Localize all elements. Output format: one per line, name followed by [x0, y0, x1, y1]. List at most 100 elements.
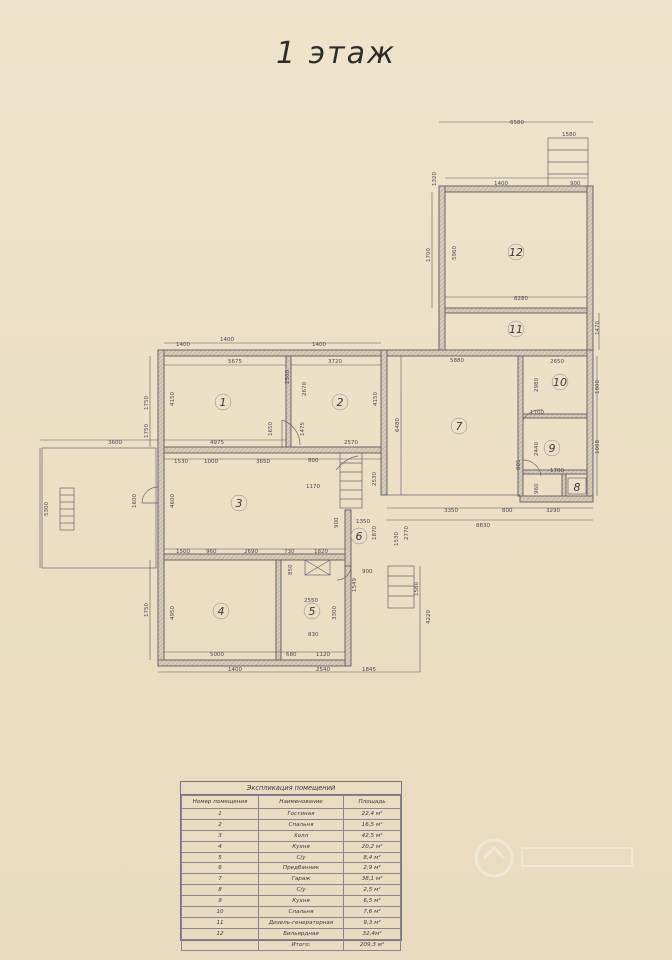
dim-label: 2650 [550, 359, 564, 365]
room-number: 3 [236, 497, 243, 510]
house-walls [157, 349, 388, 667]
dim-label: 5960 [452, 246, 458, 260]
dim-label: 1400 [228, 667, 242, 673]
room-name-cell: Предбанник [258, 862, 344, 875]
dim-label: 2540 [316, 667, 330, 673]
room-area-cell: 42,5 м² [343, 829, 401, 842]
room-area-cell: 22,4 м² [343, 808, 401, 820]
dim-label: 1750 [144, 424, 150, 438]
room-area-cell: 38,1 м² [343, 873, 401, 886]
column-header: Площадь [343, 795, 401, 809]
room-area-cell: 7,6 м² [343, 906, 401, 918]
dim-label: 5675 [228, 359, 242, 365]
room-number-cell: 9 [181, 895, 259, 908]
dim-label: 4975 [210, 440, 224, 446]
dim-label: 1400 [220, 337, 234, 343]
room-number: 1 [220, 396, 227, 409]
table-row: 11 Дизель-генераторная 9,3 м² [181, 916, 401, 929]
dimension-labels: 1400 1400 5675 3720 2500 2670 1750 4150 … [44, 120, 601, 673]
table-header-row: Номер помещения Наименование Площадь [181, 795, 401, 809]
dim-label: 1845 [362, 667, 376, 673]
dim-label: 6280 [514, 296, 528, 302]
dim-label: 4150 [170, 392, 176, 406]
table-row: 4 Кухня 20,2 м² [181, 840, 401, 853]
dim-label: 1750 [144, 396, 150, 410]
room-area-cell: 16,5 м² [343, 818, 401, 831]
dim-label: 730 [284, 549, 295, 555]
staircase [335, 452, 363, 509]
room-name-cell: Гостиная [258, 808, 344, 820]
room-number: 7 [456, 420, 463, 433]
dim-label: 3650 [256, 459, 270, 465]
dim-label: 1650 [268, 422, 274, 436]
table-row: 9 Кухня 6,5 м² [181, 895, 401, 908]
dim-label: 960 [534, 483, 540, 494]
left-porch [41, 447, 157, 569]
dim-label: 680 [286, 652, 297, 658]
explication-grid: Номер помещения Наименование Площадь 1 Г… [181, 795, 401, 951]
room-area-cell: 6,5 м² [343, 895, 401, 908]
dim-label: 5880 [450, 358, 464, 364]
room-number: 2 [337, 396, 344, 409]
room-number: 11 [509, 323, 523, 336]
dim-label: 850 [288, 564, 294, 575]
room-number-cell: 12 [181, 927, 259, 940]
dim-label: 1530 [174, 459, 188, 465]
table-row: 6 Предбанник 2,9 м² [181, 862, 401, 875]
dim-label: 1530 [394, 532, 400, 546]
room-number-cell: 7 [181, 873, 259, 886]
room-name-cell: Кухня [258, 840, 344, 853]
column-header: Номер помещения [181, 795, 259, 809]
room-number-cell: 8 [181, 884, 259, 897]
watermark-logo [474, 838, 633, 878]
room-name-cell: Бильярдная [258, 927, 344, 940]
room-name-cell: С/у [258, 884, 344, 897]
doors [141, 419, 352, 581]
dim-label: 5000 [210, 652, 224, 658]
table-row: 10 Спальня 7,6 м² [181, 906, 401, 918]
dim-label: 1400 [312, 342, 326, 348]
room-number-cell: 4 [181, 840, 259, 853]
column-header: Наименование [258, 795, 344, 809]
dim-label: 1470 [595, 321, 601, 335]
dim-label: 4150 [373, 392, 379, 406]
room-name-cell: С/у [258, 851, 344, 864]
room-number-cell: 3 [181, 829, 259, 842]
room-number-cell [181, 938, 259, 951]
dim-label: 3600 [108, 440, 122, 446]
dim-label: 2690 [244, 549, 258, 555]
dim-label: 1820 [314, 549, 328, 555]
dim-label: 1400 [494, 181, 508, 187]
upper-block-walls [438, 137, 594, 351]
dim-label: 1549 [352, 578, 358, 592]
dim-label: 6480 [395, 418, 401, 432]
table-row: 8 С/у 2,5 м² [181, 884, 401, 897]
total-area-cell: 209,3 м² [343, 938, 401, 951]
room-name-cell: Кухня [258, 895, 344, 908]
dim-label: 3720 [328, 359, 342, 365]
room-number-cell: 1 [181, 808, 259, 820]
table-row: 1 Гостиная 22,4 м² [181, 808, 401, 820]
dim-label: 800 [502, 508, 513, 514]
garage-walls [386, 349, 594, 503]
room-name-cell: Гараж [258, 873, 344, 886]
room-number-cell: 11 [181, 916, 259, 929]
room-area-cell: 20,2 м² [343, 840, 401, 853]
floor-title: 1 этаж [276, 36, 396, 71]
dim-label: 2570 [344, 440, 358, 446]
dim-label: 2770 [404, 526, 410, 540]
room-number: 4 [218, 605, 225, 618]
dim-label: 3350 [444, 508, 458, 514]
room-area-cell: 2,5 м² [343, 884, 401, 897]
room-number: 8 [574, 481, 581, 494]
explication-title: Экспликация помещений [181, 782, 401, 795]
dim-label: 830 [308, 632, 319, 638]
room-name-cell: Дизель-генераторная [258, 916, 344, 929]
dim-label: 805 [516, 459, 522, 470]
dim-label: 1400 [176, 342, 190, 348]
table-total-row: Итого: 209,3 м² [181, 938, 401, 951]
dim-label: 6580 [510, 120, 524, 126]
table-row: 12 Бильярдная 32,4м² [181, 927, 401, 940]
dim-label: 1170 [306, 484, 320, 490]
